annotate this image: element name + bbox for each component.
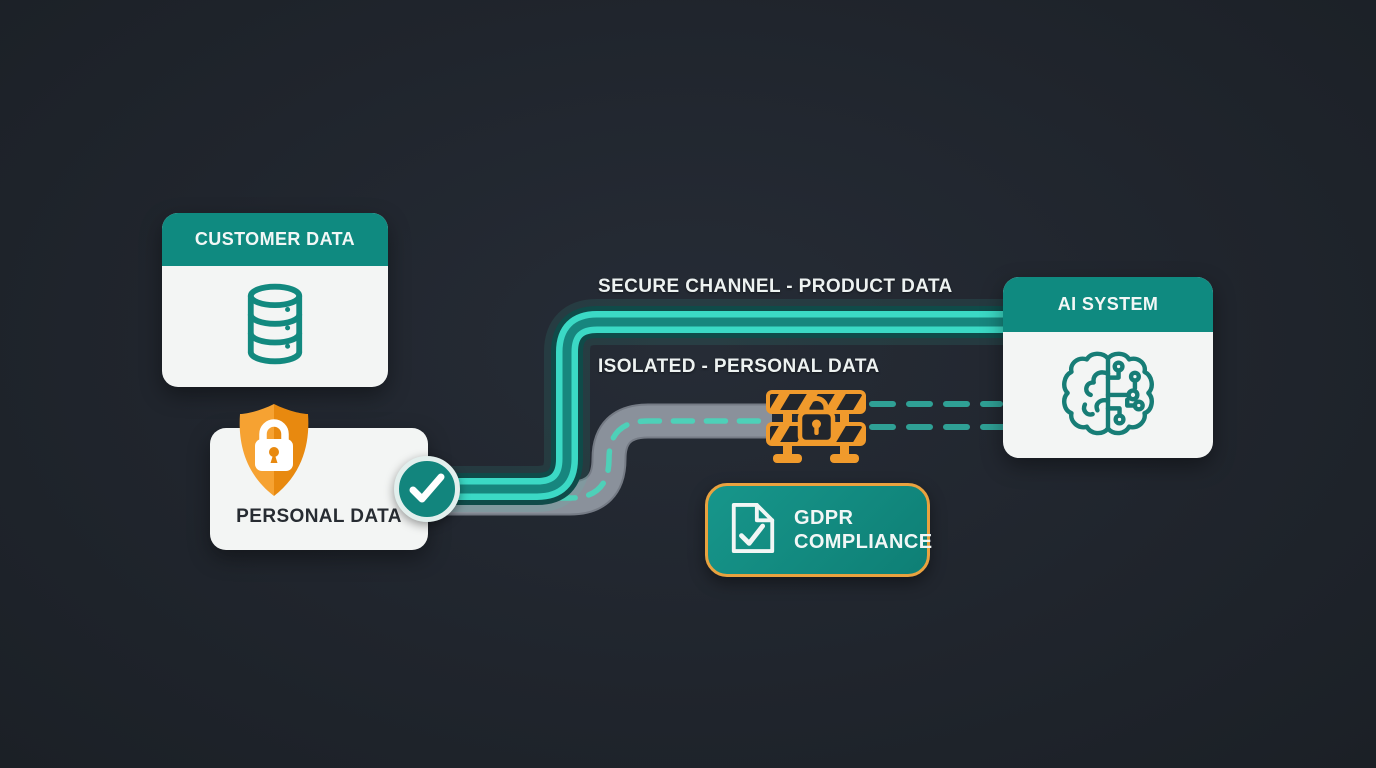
ai-system-card: AI SYSTEM <box>1003 277 1213 458</box>
document-check-icon <box>728 499 778 562</box>
secure-pipe <box>424 299 1004 512</box>
shield-lock-icon <box>230 401 318 500</box>
brain-circuit-icon <box>1058 344 1158 447</box>
barrier-lock-icon <box>766 390 866 463</box>
customer-data-title: CUSTOMER DATA <box>162 213 388 266</box>
isolated-dashed-lines <box>869 401 1009 430</box>
badge-line2: COMPLIANCE <box>794 531 933 553</box>
check-icon <box>394 456 460 522</box>
isolated-channel-label: ISOLATED - PERSONAL DATA <box>598 356 880 377</box>
personal-data-title: PERSONAL DATA <box>236 506 402 527</box>
secure-channel-label: SECURE CHANNEL - PRODUCT DATA <box>598 276 953 297</box>
ai-system-title: AI SYSTEM <box>1003 277 1213 332</box>
customer-data-card: CUSTOMER DATA <box>162 213 388 387</box>
badge-line1: GDPR <box>794 507 854 529</box>
database-icon <box>244 283 306 370</box>
isolated-road <box>421 403 772 516</box>
gdpr-compliance-badge: GDPR COMPLIANCE <box>705 483 933 577</box>
